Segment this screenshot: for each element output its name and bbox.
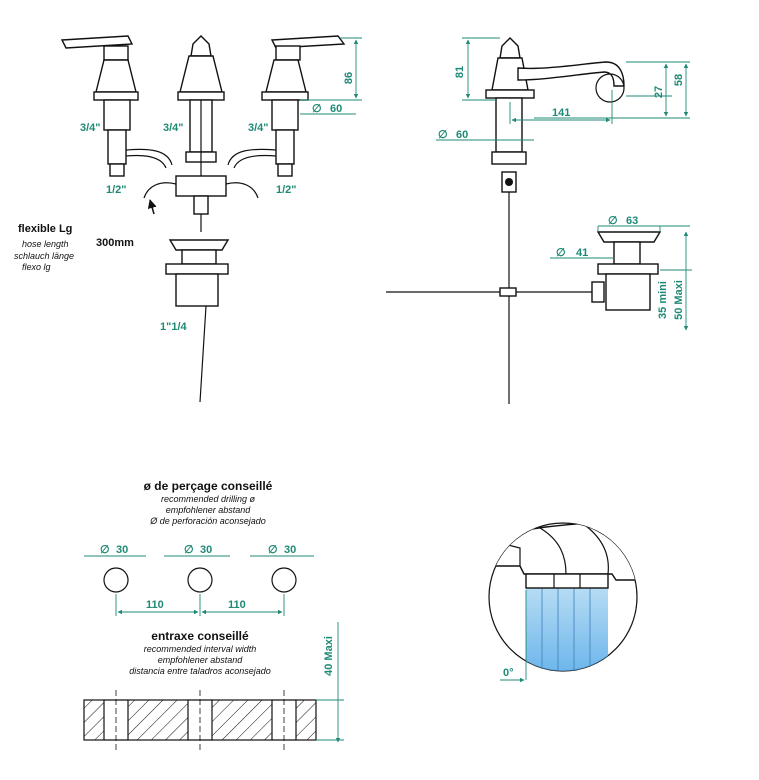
inlet-left-label: 3/4" — [80, 122, 101, 134]
interval-section: entraxe conseillé recommended interval w… — [83, 622, 344, 752]
drill-hole-1 — [103, 567, 129, 593]
pop-top-dia-symbol: ∅ — [608, 215, 618, 227]
dia-symbol: ∅ — [312, 103, 322, 115]
pop-range-mini: 35 mini — [657, 281, 669, 319]
pop-range-dim: 35 mini 50 Maxi — [657, 231, 692, 331]
hole2-dia: 30 — [200, 544, 212, 556]
inlet-center-label: 3/4" — [163, 122, 184, 134]
deck-hatch-2 — [127, 699, 189, 741]
aerator-angle-label: 0° — [503, 667, 514, 679]
pop-body-dia-41: 41 — [576, 247, 588, 259]
pop-body-dia-dim: ∅ 41 — [550, 247, 614, 259]
front-view: 86 ∅ 60 3/4" 3/4" 3/4" 1/2" 1/2" 1"1/4 f… — [14, 35, 362, 403]
handle-dia-dim: ∅ 60 — [300, 103, 356, 115]
water-stream — [526, 588, 608, 671]
front-height-dim: 86 — [300, 37, 362, 101]
height-58-label: 58 — [673, 74, 685, 86]
drilling-line-1: recommended drilling ø — [161, 494, 256, 504]
right-valve — [227, 35, 346, 177]
pop-up-waste-front — [165, 239, 230, 403]
drill-hole-2 — [187, 567, 213, 593]
base-dia-symbol: ∅ — [438, 129, 448, 141]
reach-141-label: 141 — [552, 107, 570, 119]
flexible-title: flexible Lg — [18, 223, 72, 235]
drilling-section: ø de perçage conseillé recommended drill… — [84, 479, 314, 616]
drilling-line-3: Ø de perforación aconsejado — [149, 516, 266, 526]
interval-line-3: distancia entre taladros aconsejado — [129, 666, 271, 676]
interval-line-2: empfohlener abstand — [158, 655, 244, 665]
flexible-line-2: schlauch länge — [14, 251, 74, 261]
waste-thread-label: 1"1/4 — [160, 321, 188, 333]
hole-dia-dims: ∅ 30 ∅ 30 ∅ 30 — [84, 544, 314, 557]
base-dia-dim: ∅ 60 — [436, 129, 534, 141]
outlet-right-label: 1/2" — [276, 184, 297, 196]
hole3-dia-symbol: ∅ — [268, 544, 278, 556]
flexible-line-3: flexo lg — [22, 262, 51, 272]
interval-title: entraxe conseillé — [151, 629, 249, 643]
deck-hatch-1 — [83, 699, 105, 741]
pop-top-dia-63: 63 — [626, 215, 638, 227]
inlet-right-label: 3/4" — [248, 122, 269, 134]
pop-body-dia-symbol: ∅ — [556, 247, 566, 259]
spacing-2-label: 110 — [228, 599, 246, 611]
height-27-label: 27 — [653, 86, 665, 98]
hole2-dia-symbol: ∅ — [184, 544, 194, 556]
deck-hatch-3 — [211, 699, 273, 741]
hole1-dia-symbol: ∅ — [100, 544, 110, 556]
drilling-title: ø de perçage conseillé — [144, 479, 273, 493]
base-dia-60: 60 — [456, 129, 468, 141]
handle-dia-60: 60 — [330, 103, 342, 115]
max-thickness-label: 40 Maxi — [323, 636, 335, 676]
aerator-detail: 0° — [488, 522, 638, 683]
height-86-label: 86 — [343, 72, 355, 84]
hole1-dia: 30 — [116, 544, 128, 556]
flexible-length: 300mm — [96, 237, 134, 249]
reach-141-dim: 141 — [509, 90, 613, 124]
drilling-line-2: empfohlener abstand — [166, 505, 252, 515]
side-view: 81 27 58 141 ∅ 60 ∅ 63 — [386, 37, 692, 404]
mixer-cross — [143, 175, 259, 215]
hole3-dia: 30 — [284, 544, 296, 556]
side-height-81-dim: 81 — [454, 37, 500, 101]
left-valve — [60, 35, 173, 177]
spacing-1-label: 110 — [146, 599, 164, 611]
flexible-arrow — [147, 199, 157, 215]
pop-range-maxi: 50 Maxi — [673, 280, 685, 320]
interval-line-1: recommended interval width — [144, 644, 257, 654]
height-81-label: 81 — [454, 66, 466, 78]
deck-hatch-4 — [295, 699, 317, 741]
pop-top-dia-dim: ∅ 63 — [597, 215, 690, 232]
outlet-left-label: 1/2" — [106, 184, 127, 196]
drill-hole-3 — [271, 567, 297, 593]
flexible-line-1: hose length — [22, 239, 69, 249]
